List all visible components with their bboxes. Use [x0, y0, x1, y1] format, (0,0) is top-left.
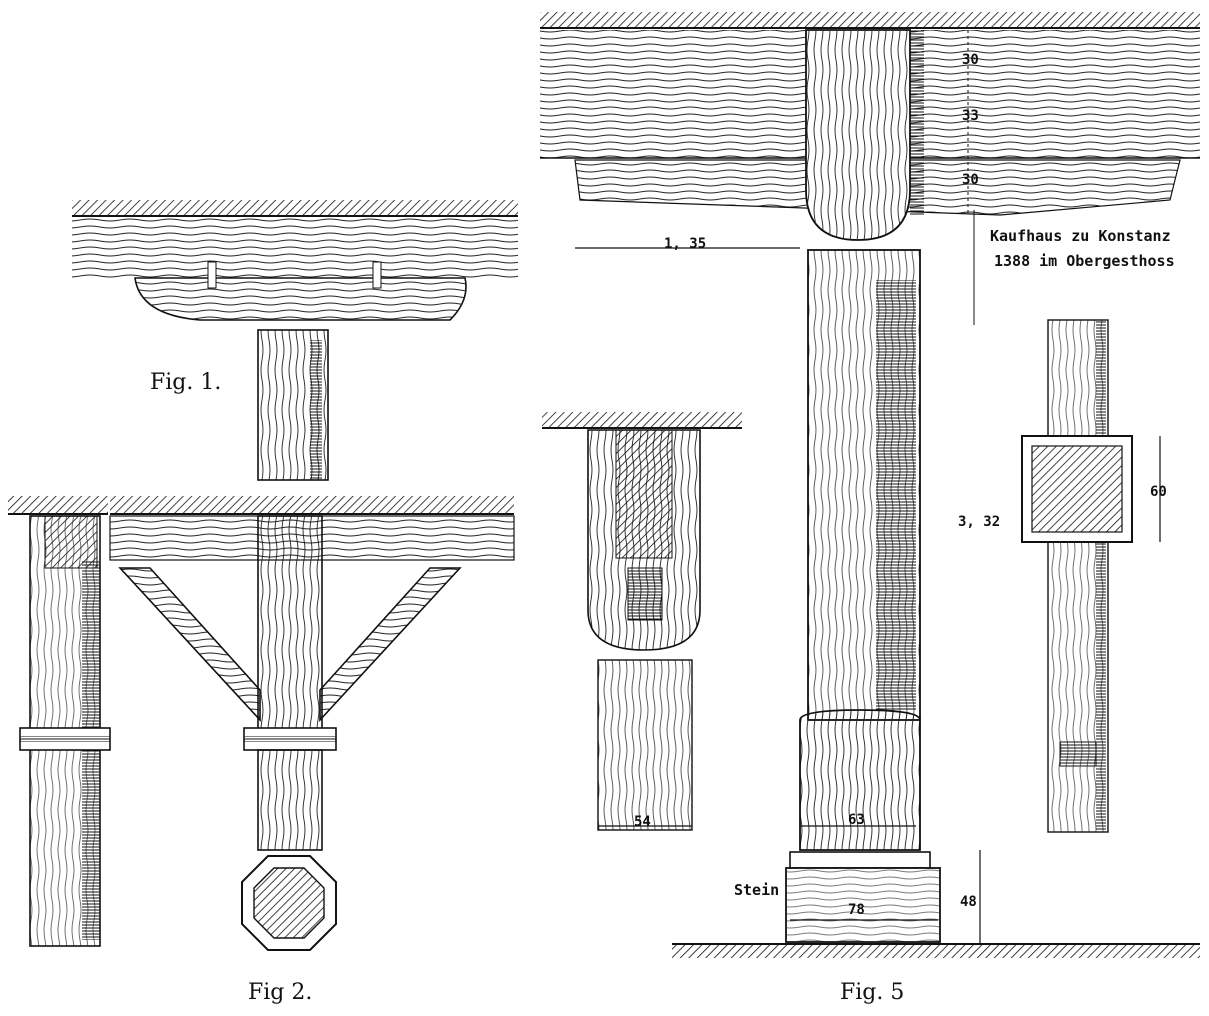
fig5-side-detail: [1021, 319, 1161, 833]
dimension-60: 60: [1150, 484, 1167, 500]
dimension-33: 33: [962, 108, 979, 124]
dimension-3-32: 3, 32: [958, 514, 1001, 530]
dimension-1-35: 1, 35: [664, 236, 707, 252]
dimension-78: 78: [848, 902, 865, 918]
fig5-label: Fig. 5: [840, 980, 905, 1005]
caption-line2: 1388 im Obergesthoss: [994, 252, 1175, 270]
dimension-63: 63: [848, 812, 865, 828]
dimension-54: 54: [634, 814, 651, 830]
fig2-label: Fig 2.: [248, 980, 313, 1005]
fig1-drawing: [72, 200, 518, 481]
fig5-beam-and-post: [540, 12, 1200, 958]
caption-line1: Kaufhaus zu Konstanz: [990, 227, 1171, 245]
stein-label: Stein: [734, 881, 780, 899]
fig1-label: Fig. 1.: [150, 370, 222, 395]
dimension-30-top: 30: [962, 52, 979, 68]
dimension-48: 48: [960, 894, 977, 910]
fig5-middle-detail: [542, 412, 742, 831]
fig2-bracket-post: [109, 496, 515, 951]
dimension-30-bottom: 30: [962, 172, 979, 188]
fig2-left-post: [8, 496, 111, 947]
